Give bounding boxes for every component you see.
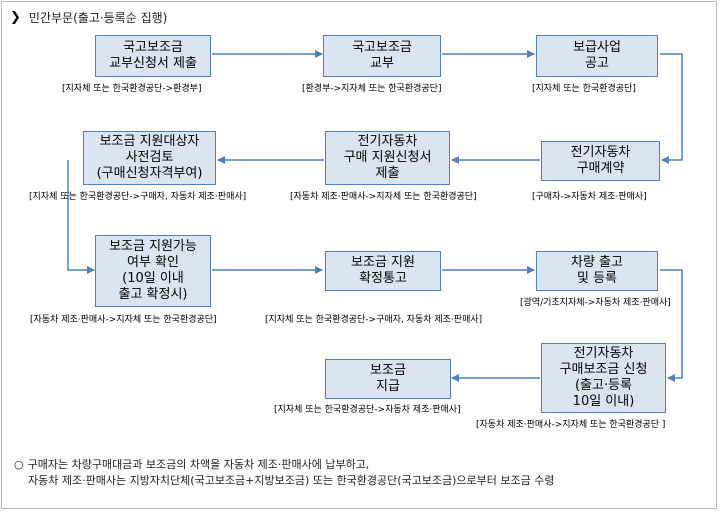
step-subsidy-eligibility-check: 보조금 지원가능 여부 확인 (10일 이내 출고 확정시) xyxy=(95,235,211,307)
section-title: 민간부문(출고·등록순 집행) xyxy=(28,10,168,25)
step-grant-allocation: 국고보조금 교부 xyxy=(323,35,441,77)
caption-step-subsidy-claim: [자동차 제조·판매사->지자체 또는 한국환경공단 ] xyxy=(476,420,666,430)
caption-step-subsidy-payment: [지자체 또는 한국환경공단->자동차 제조·판매사] xyxy=(274,405,461,415)
step-subsidy-claim: 전기자동차 구매보조금 신청 (출고·등록 10일 이내) xyxy=(541,343,666,413)
caption-step-grant-application: [지자체 또는 한국환경공단->환경부] xyxy=(62,84,202,94)
section-header: ❯ 민간부문(출고·등록순 집행) xyxy=(10,8,167,26)
arrow-b3-b6 xyxy=(660,53,683,164)
bullet-circle-icon: ○ xyxy=(14,458,24,471)
caption-step-eligibility-review: [지자체 또는 한국환경공단->구매자, 자동차 제조·판매사] xyxy=(29,192,247,202)
footnote: ○구매자는 차량구매대금과 보조금의 차액을 자동차 제조·판매사에 납부하고,… xyxy=(14,457,555,489)
step-vehicle-release-registration: 차량 출고 및 등록 xyxy=(536,251,658,291)
caption-step-subsidy-confirmation: [지자체 또는 한국환경공단->구매자, 자동차 제조·판매사] xyxy=(265,315,483,325)
step-subsidy-confirmation: 보조금 지원 확정통고 xyxy=(325,251,441,291)
arrow-b9-b11 xyxy=(660,269,683,382)
caption-step-grant-allocation: [환경부->지자체 또는 한국환경공단] xyxy=(302,84,442,94)
footnote-text-2: 자동차 제조·판매사는 지방자치단체(국고보조금+지방보조금) 또는 한국환경공… xyxy=(28,474,555,487)
caption-step-program-announcement: [지자체 또는 한국환경공단] xyxy=(532,84,636,94)
step-program-announcement: 보급사업 공고 xyxy=(536,35,658,77)
step-eligibility-review: 보조금 지원대상자 사전검토 (구매신청자격부여) xyxy=(83,131,216,185)
step-purchase-contract: 전기자동차 구매계약 xyxy=(541,141,660,181)
chevron-right-icon: ❯ xyxy=(10,9,21,25)
caption-step-purchase-contract: [구매자->자동차 제조·판매사] xyxy=(532,192,647,202)
caption-step-vehicle-release-registration: [광역/기초지자체->자동차 제조·판매사] xyxy=(520,298,671,308)
caption-step-purchase-application: [자동차 제조·판매사->지자체 또는 한국환경공단] xyxy=(290,192,477,202)
footnote-text-1: 구매자는 차량구매대금과 보조금의 차액을 자동차 제조·판매사에 납부하고, xyxy=(27,458,370,471)
caption-step-subsidy-eligibility-check: [자동차 제조·판매사->지자체 또는 한국환경공단] xyxy=(30,315,217,325)
step-grant-application: 국고보조금 교부신청서 제출 xyxy=(95,35,211,77)
footnote-line-1: ○구매자는 차량구매대금과 보조금의 차액을 자동차 제조·판매사에 납부하고, xyxy=(14,457,555,473)
step-subsidy-payment: 보조금 지급 xyxy=(325,359,451,399)
arrow-b4-b7 xyxy=(67,160,95,274)
step-purchase-application: 전기자동차 구매 지원신청서 제출 xyxy=(325,131,450,185)
